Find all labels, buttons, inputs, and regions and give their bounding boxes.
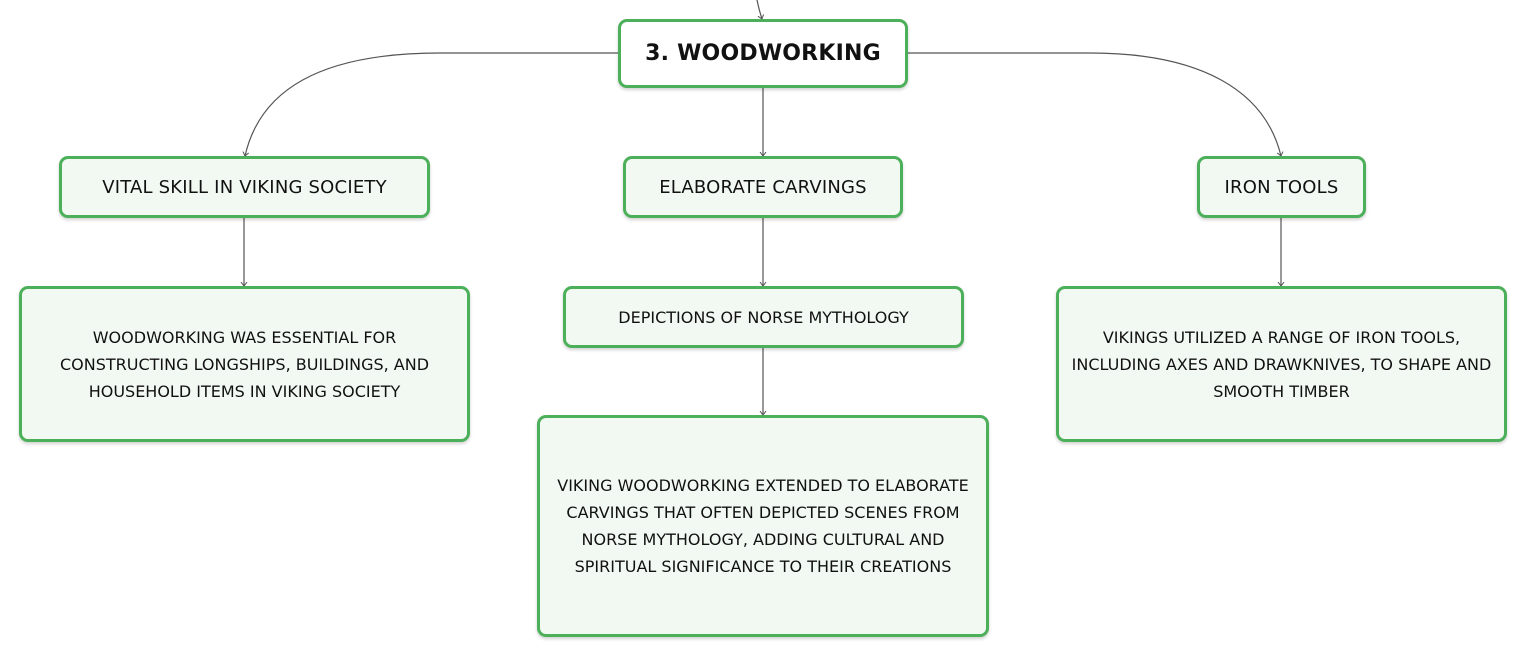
connector-root-to-iron-tools (908, 52, 1281, 156)
branch-node-label: IRON TOOLS (1224, 176, 1339, 198)
sub-node-label: DEPICTIONS OF NORSE MYTHOLOGY (618, 307, 909, 327)
detail-node-elaborate-carvings[interactable]: VIKING WOODWORKING EXTENDED TO ELABORATE… (537, 415, 989, 637)
branch-node-iron-tools[interactable]: IRON TOOLS (1197, 156, 1366, 218)
branch-node-vital-skill[interactable]: VITAL SKILL IN VIKING SOCIETY (59, 156, 430, 218)
detail-node-iron-tools[interactable]: VIKINGS UTILIZED A RANGE OF IRON TOOLS, … (1056, 286, 1507, 442)
branch-node-elaborate-carvings[interactable]: ELABORATE CARVINGS (623, 156, 903, 218)
sub-node-norse-mythology[interactable]: DEPICTIONS OF NORSE MYTHOLOGY (563, 286, 964, 348)
connector-root-to-vital-skill (245, 52, 618, 156)
root-node-woodworking[interactable]: 3. WOODWORKING (618, 19, 908, 88)
detail-node-vital-skill[interactable]: WOODWORKING WAS ESSENTIAL FOR CONSTRUCTI… (19, 286, 470, 442)
branch-node-label: VITAL SKILL IN VIKING SOCIETY (102, 176, 387, 198)
detail-node-text: VIKING WOODWORKING EXTENDED TO ELABORATE… (557, 476, 969, 576)
connector-parent-to-root (756, 0, 762, 19)
branch-node-label: ELABORATE CARVINGS (659, 176, 867, 198)
detail-node-text: WOODWORKING WAS ESSENTIAL FOR CONSTRUCTI… (59, 327, 430, 401)
detail-node-text: VIKINGS UTILIZED A RANGE OF IRON TOOLS, … (1071, 327, 1492, 401)
root-node-label: 3. WOODWORKING (645, 41, 881, 66)
